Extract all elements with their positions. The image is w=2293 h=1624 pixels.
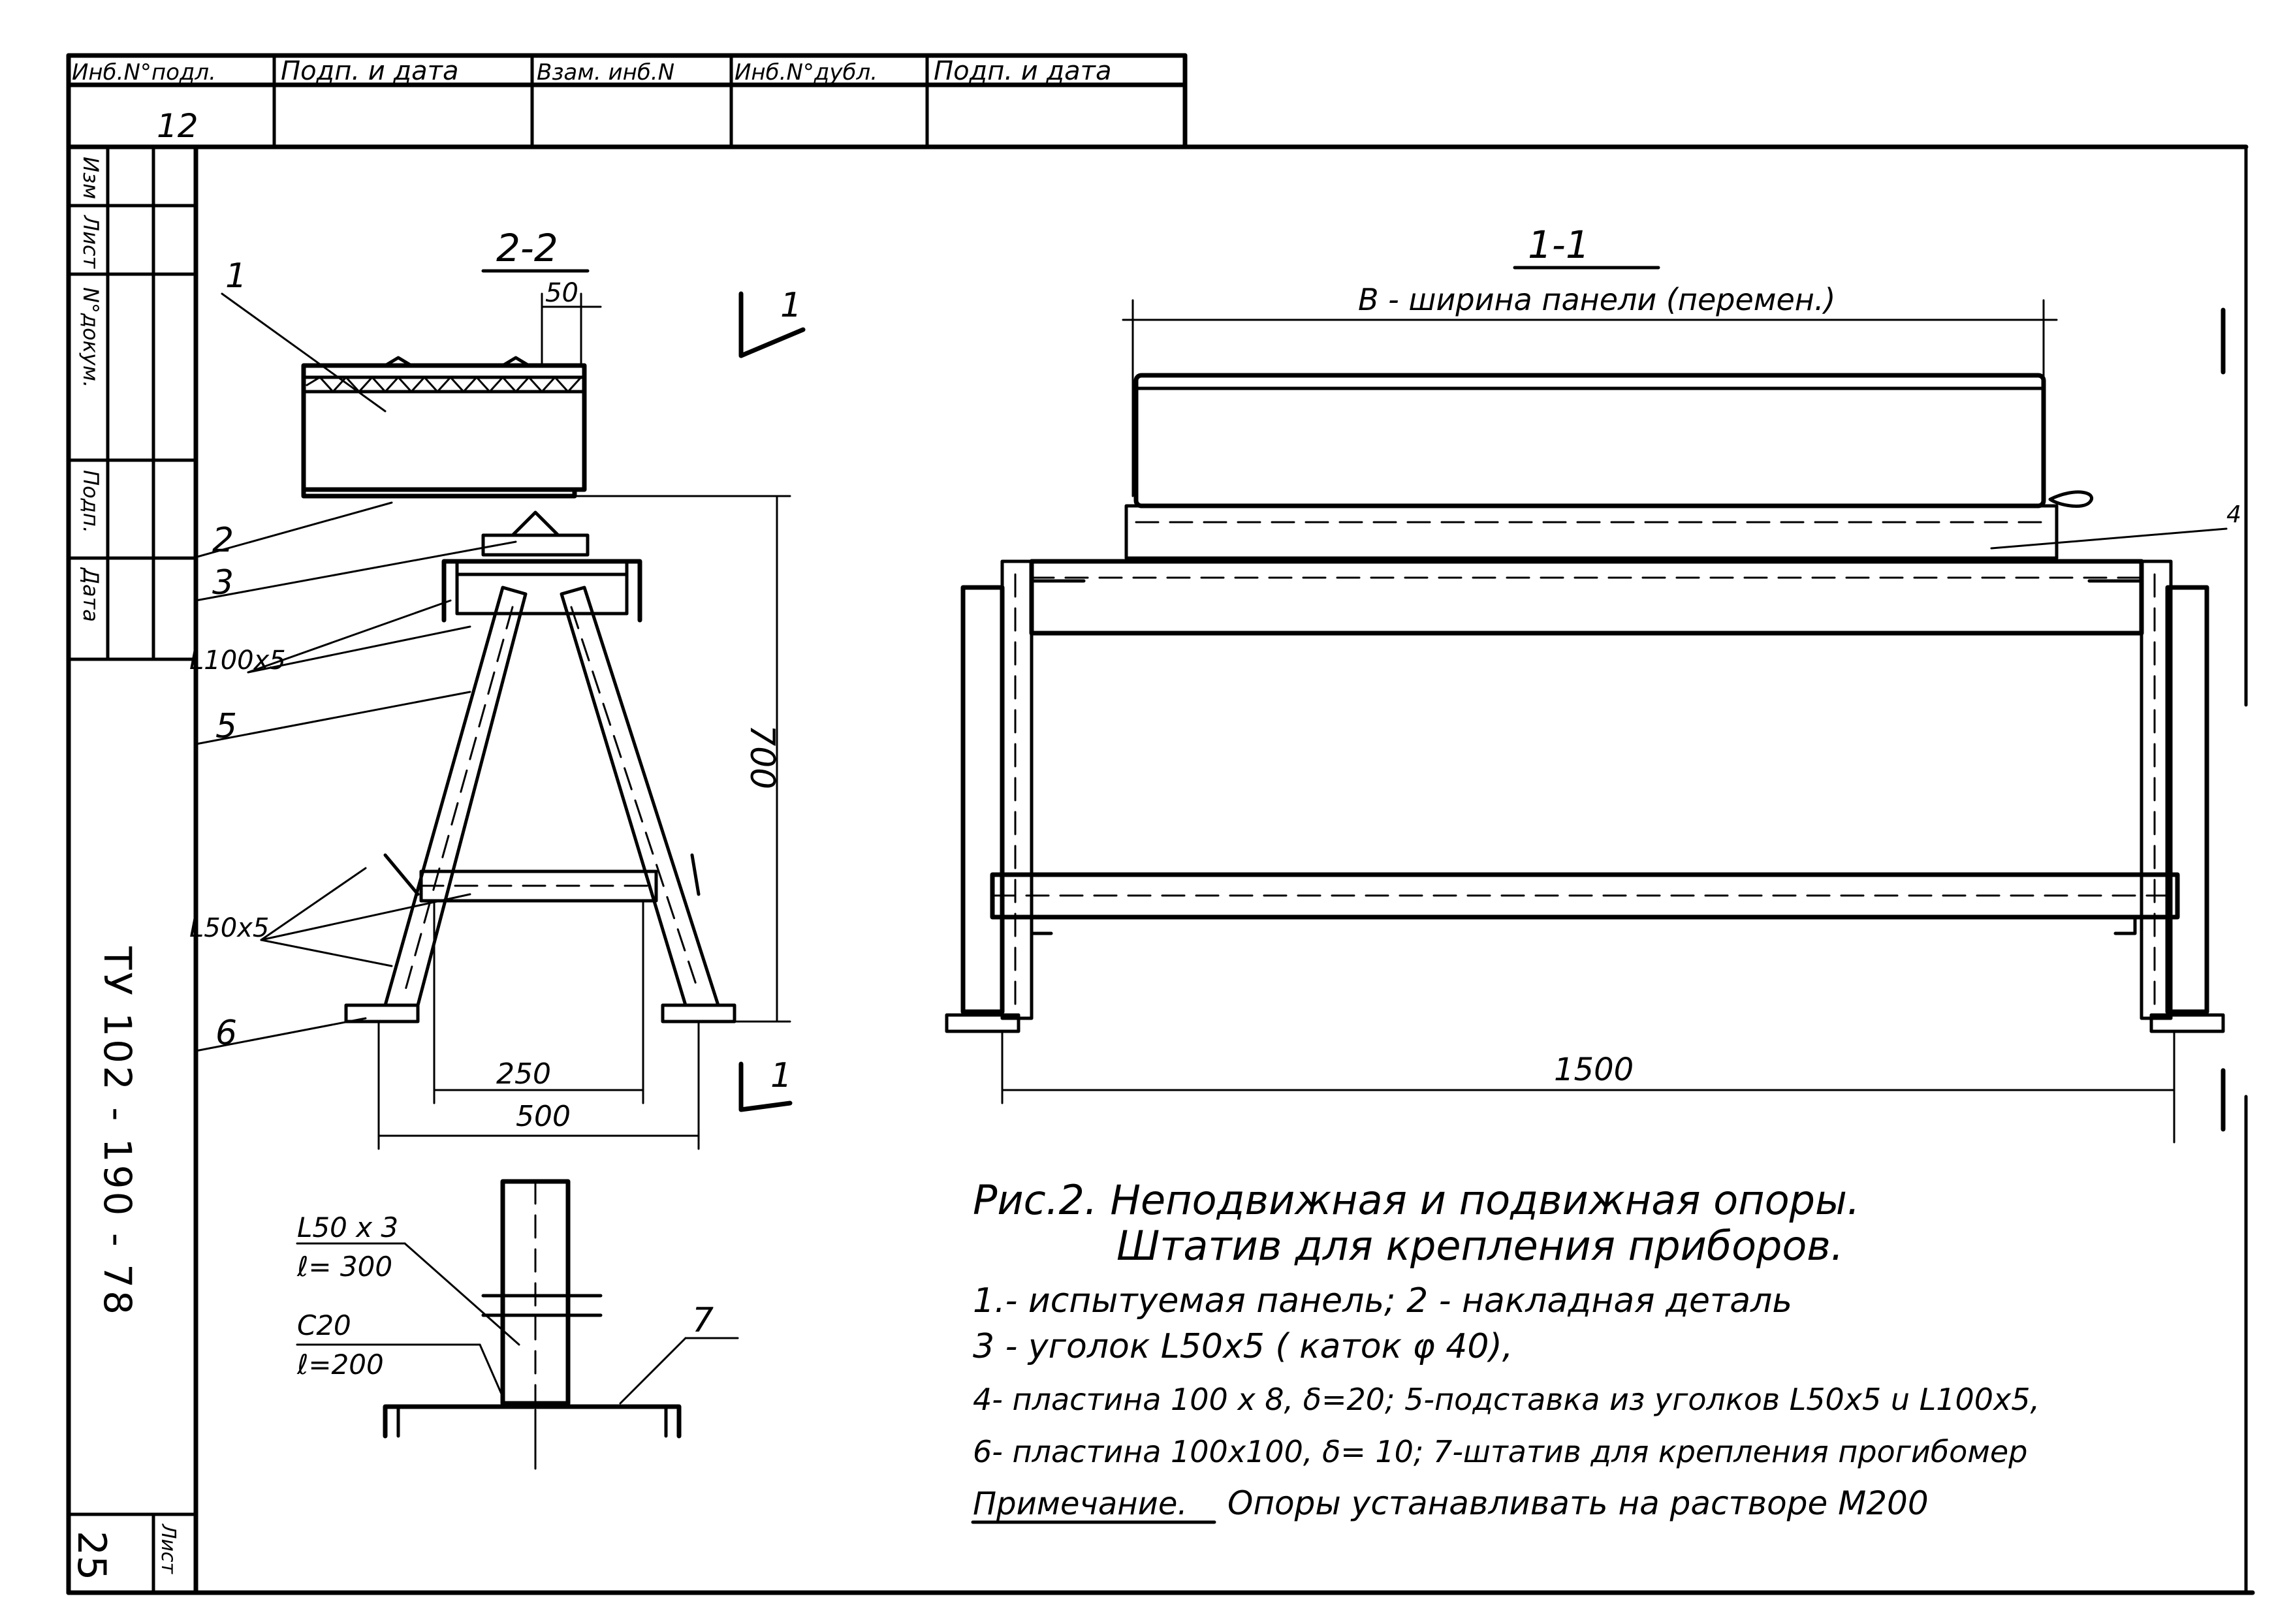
side-label-podp: Подп. xyxy=(78,470,103,533)
side-label-data: Дата xyxy=(78,567,103,622)
side-label-dokum: N°докум. xyxy=(78,287,103,388)
sheet-label: Лист xyxy=(157,1523,180,1575)
width-note: B - ширина панели (перемен.) xyxy=(1358,282,1835,317)
side-label-list: Лист xyxy=(78,215,103,269)
cut-mark-bottom: 1 xyxy=(770,1056,792,1095)
stamp-header-3: Взам. инб.N xyxy=(537,59,674,86)
stamp-header-5: Подп. и дата xyxy=(934,56,1111,86)
section-2-2-title: 2-2 xyxy=(496,226,558,270)
legend-line-4: 6- пластина 100x100, δ= 10; 7-штатив для… xyxy=(973,1434,2027,1469)
side-label-izm: Изм xyxy=(78,157,103,199)
callout-l50: L50x5 xyxy=(189,913,269,943)
tripod-label-b1: C20 xyxy=(297,1309,351,1341)
section-1-1: 1-1 B - ширина панели (перемен.) xyxy=(945,223,2241,1144)
side-column: Изм Лист N°докум. Подп. Дата ТУ 102 - 19… xyxy=(67,145,198,1595)
sheet-number: 25 xyxy=(69,1531,114,1580)
callout-7: 7 xyxy=(692,1301,714,1340)
stamp-header-1: Инб.N°подл. xyxy=(72,59,216,86)
document-code: ТУ 102 - 190 - 78 xyxy=(95,946,140,1317)
callout-5: 5 xyxy=(215,707,237,746)
caption-block: Рис.2. Неподвижная и подвижная опоры. Шт… xyxy=(971,1176,2040,1524)
dim-250: 250 xyxy=(496,1057,551,1091)
callout-l100: L100x5 xyxy=(189,646,286,676)
panel-elevation xyxy=(1124,373,2093,560)
stamp-header-2: Подп. и дата xyxy=(281,56,458,86)
dim-500: 500 xyxy=(516,1100,571,1133)
stamp-value-1: 12 xyxy=(157,107,198,145)
tripod-label-b2: ℓ=200 xyxy=(296,1349,384,1381)
callout-3: 3 xyxy=(212,563,234,602)
tripod-label-a1: L50 x 3 xyxy=(297,1211,398,1243)
caption-title-1: Рис.2. Неподвижная и подвижная опоры. xyxy=(973,1176,1860,1224)
note-label: Примечание. xyxy=(973,1486,1188,1522)
tripod-detail: L50 x 3 ℓ= 300 C20 ℓ=200 7 xyxy=(296,1179,739,1470)
stamp-table: Инб.N°подл. Подп. и дата Взам. инб.N Инб… xyxy=(66,53,1188,149)
callout-1: 1 xyxy=(225,257,247,296)
support-legs xyxy=(344,586,736,1023)
section-2-2: 2-2 xyxy=(189,226,806,1150)
callout-6: 6 xyxy=(215,1014,237,1053)
legend-line-2: 3 - уголок L50x5 ( каток φ 40), xyxy=(973,1327,1513,1366)
callout-2: 2 xyxy=(212,521,234,560)
dim-700: 700 xyxy=(742,725,782,789)
caption-title-2: Штатив для крепления приборов. xyxy=(1116,1222,1844,1270)
note-text: Опоры устанавливать на растворе M200 xyxy=(1227,1484,1929,1522)
tripod-label-a2: ℓ= 300 xyxy=(296,1251,392,1283)
test-panel-section xyxy=(301,356,587,499)
cut-mark-top: 1 xyxy=(780,286,802,325)
legend-line-1: 1.- испытуемая панель; 2 - накладная дет… xyxy=(973,1281,1792,1320)
dim-50: 50 xyxy=(545,278,578,308)
dim-1500: 1500 xyxy=(1554,1052,1634,1088)
legend-line-3: 4- пластина 100 x 8, δ=20; 5-подставка и… xyxy=(973,1382,2040,1417)
section-1-1-title: 1-1 xyxy=(1528,223,1590,267)
edge-mark-4: 4 xyxy=(2226,501,2241,528)
stamp-header-4: Инб.N°дубл. xyxy=(735,59,878,86)
